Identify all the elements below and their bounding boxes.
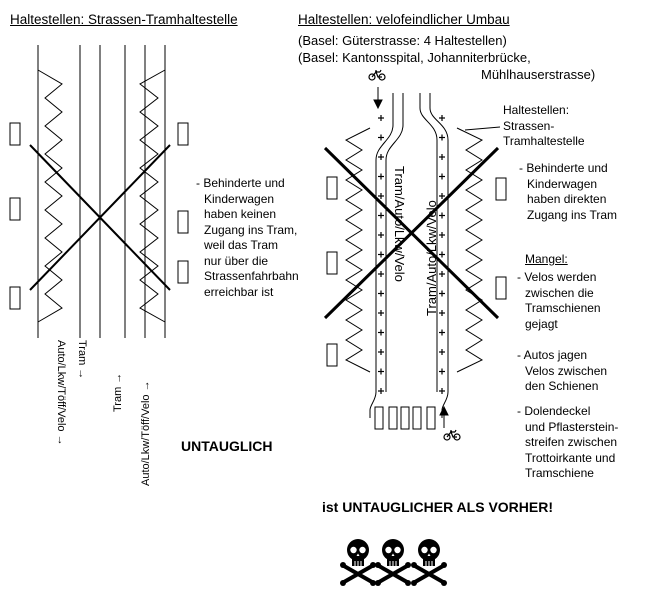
lane-label: Auto/Lkw/Töff/Velo → — [55, 340, 67, 446]
lane-label: Tram/Auto/Lkw/Velo — [392, 166, 407, 282]
mangel-line: Tramschienen — [525, 301, 601, 315]
mangel-line: - Dolendeckel — [517, 404, 591, 418]
stop-label-line: Haltestellen: — [503, 103, 570, 117]
mangel-1: - Velos werden zwischen die Tramschienen… — [517, 270, 601, 332]
tram-stop-box — [9, 286, 21, 310]
left-note: - Behinderte und Kinderwagen haben keine… — [196, 176, 299, 300]
left-zigzag-left — [37, 69, 63, 323]
left-cross-mark — [29, 144, 171, 291]
right-title: Haltestellen: velofeindlicher Umbau — [298, 12, 510, 27]
left-verdict: UNTAUGLICH — [181, 438, 273, 454]
stop-label: Haltestellen: Strassen- Tramhaltestelle — [503, 103, 585, 150]
mangel-line: - Autos jagen — [517, 348, 588, 362]
right-note-line: - Behinderte und — [519, 161, 608, 175]
tram-stop-box — [326, 251, 338, 275]
stop-label-line: Tramhaltestelle — [503, 134, 585, 148]
lane-label: Tram → — [76, 340, 88, 379]
right-road-edges — [369, 93, 449, 418]
mangel-title: Mangel: — [525, 252, 568, 266]
mangel-line: Trottoirkante und — [525, 450, 616, 465]
tram-stop-box — [177, 260, 189, 284]
right-cross-mark — [323, 146, 500, 320]
left-note-line: Zugang ins Tram, — [204, 222, 298, 237]
tram-stop-box — [177, 122, 189, 146]
rail-markings — [378, 115, 445, 394]
right-verdict: ist UNTAUGLICHER ALS VORHER! — [322, 499, 553, 515]
mangel-line: - Velos werden — [517, 270, 597, 284]
tram-stop-box — [495, 276, 507, 300]
lane-label: Tram/Auto/Lkw/Velo — [424, 200, 439, 316]
skull-crossbones-icon — [375, 539, 411, 586]
left-title: Haltestellen: Strassen-Tramhaltestelle — [10, 12, 238, 27]
mangel-line: und Pflasterstein- — [525, 419, 619, 434]
stop-label-line: Strassen- — [503, 118, 555, 133]
arrow-up-icon — [439, 405, 449, 416]
skull-crossbones-icon — [340, 539, 376, 586]
mangel-line: Tramschiene — [525, 466, 594, 480]
bicycle-icon — [368, 69, 386, 81]
left-zigzag-right — [139, 69, 166, 323]
arrow-down-icon — [373, 99, 383, 110]
left-note-line: haben keinen — [204, 207, 277, 221]
mangel-line: gejagt — [525, 316, 558, 331]
crosswalk-stripes — [374, 406, 436, 430]
tram-stop-box — [495, 177, 507, 201]
left-note-line: weil das Tram — [204, 238, 279, 252]
mangel-line: streifen zwischen — [525, 435, 618, 449]
lane-label: Tram → — [112, 373, 124, 412]
tram-stop-box — [9, 197, 21, 221]
tram-stop-box — [9, 122, 21, 146]
tram-stop-box — [326, 343, 338, 367]
tram-stop-box — [326, 176, 338, 200]
mangel-3: - Dolendeckel und Pflasterstein- streife… — [517, 404, 618, 482]
right-subtitle-3: Mühlhauserstrasse) — [481, 67, 596, 82]
bicycle-icon — [443, 429, 461, 441]
mangel-line: zwischen die — [525, 285, 594, 300]
tram-stop-box — [177, 210, 189, 234]
stop-label-leader — [464, 126, 501, 131]
right-note-line: Kinderwagen — [527, 176, 598, 191]
left-note-line: Strassenfahrbahn — [204, 269, 299, 283]
right-note-line: Zugang ins Tram — [527, 207, 618, 222]
right-zigzag-right — [456, 127, 484, 373]
right-note: - Behinderte und Kinderwagen haben direk… — [519, 161, 617, 223]
mangel-line: den Schienen — [525, 379, 599, 393]
left-note-line: - Behinderte und — [196, 176, 285, 190]
left-note-line: Kinderwagen — [204, 191, 275, 206]
right-note-line: haben direkten — [527, 192, 607, 206]
skull-crossbones-icon — [411, 539, 447, 586]
mangel-line: Velos zwischen — [525, 363, 608, 378]
lane-label: Auto/Lkw/Töff/Velo → — [140, 380, 152, 486]
mangel-2: - Autos jagen Velos zwischen den Schiene… — [517, 348, 607, 395]
right-subtitle-2: (Basel: Kantonsspital, Johanniterbrücke, — [298, 50, 531, 65]
right-subtitle-1: (Basel: Güterstrasse: 4 Haltestellen) — [298, 33, 507, 48]
right-zigzag-left — [344, 127, 371, 373]
left-note-line: erreichbar ist — [204, 284, 274, 299]
left-note-line: nur über die — [204, 253, 269, 268]
